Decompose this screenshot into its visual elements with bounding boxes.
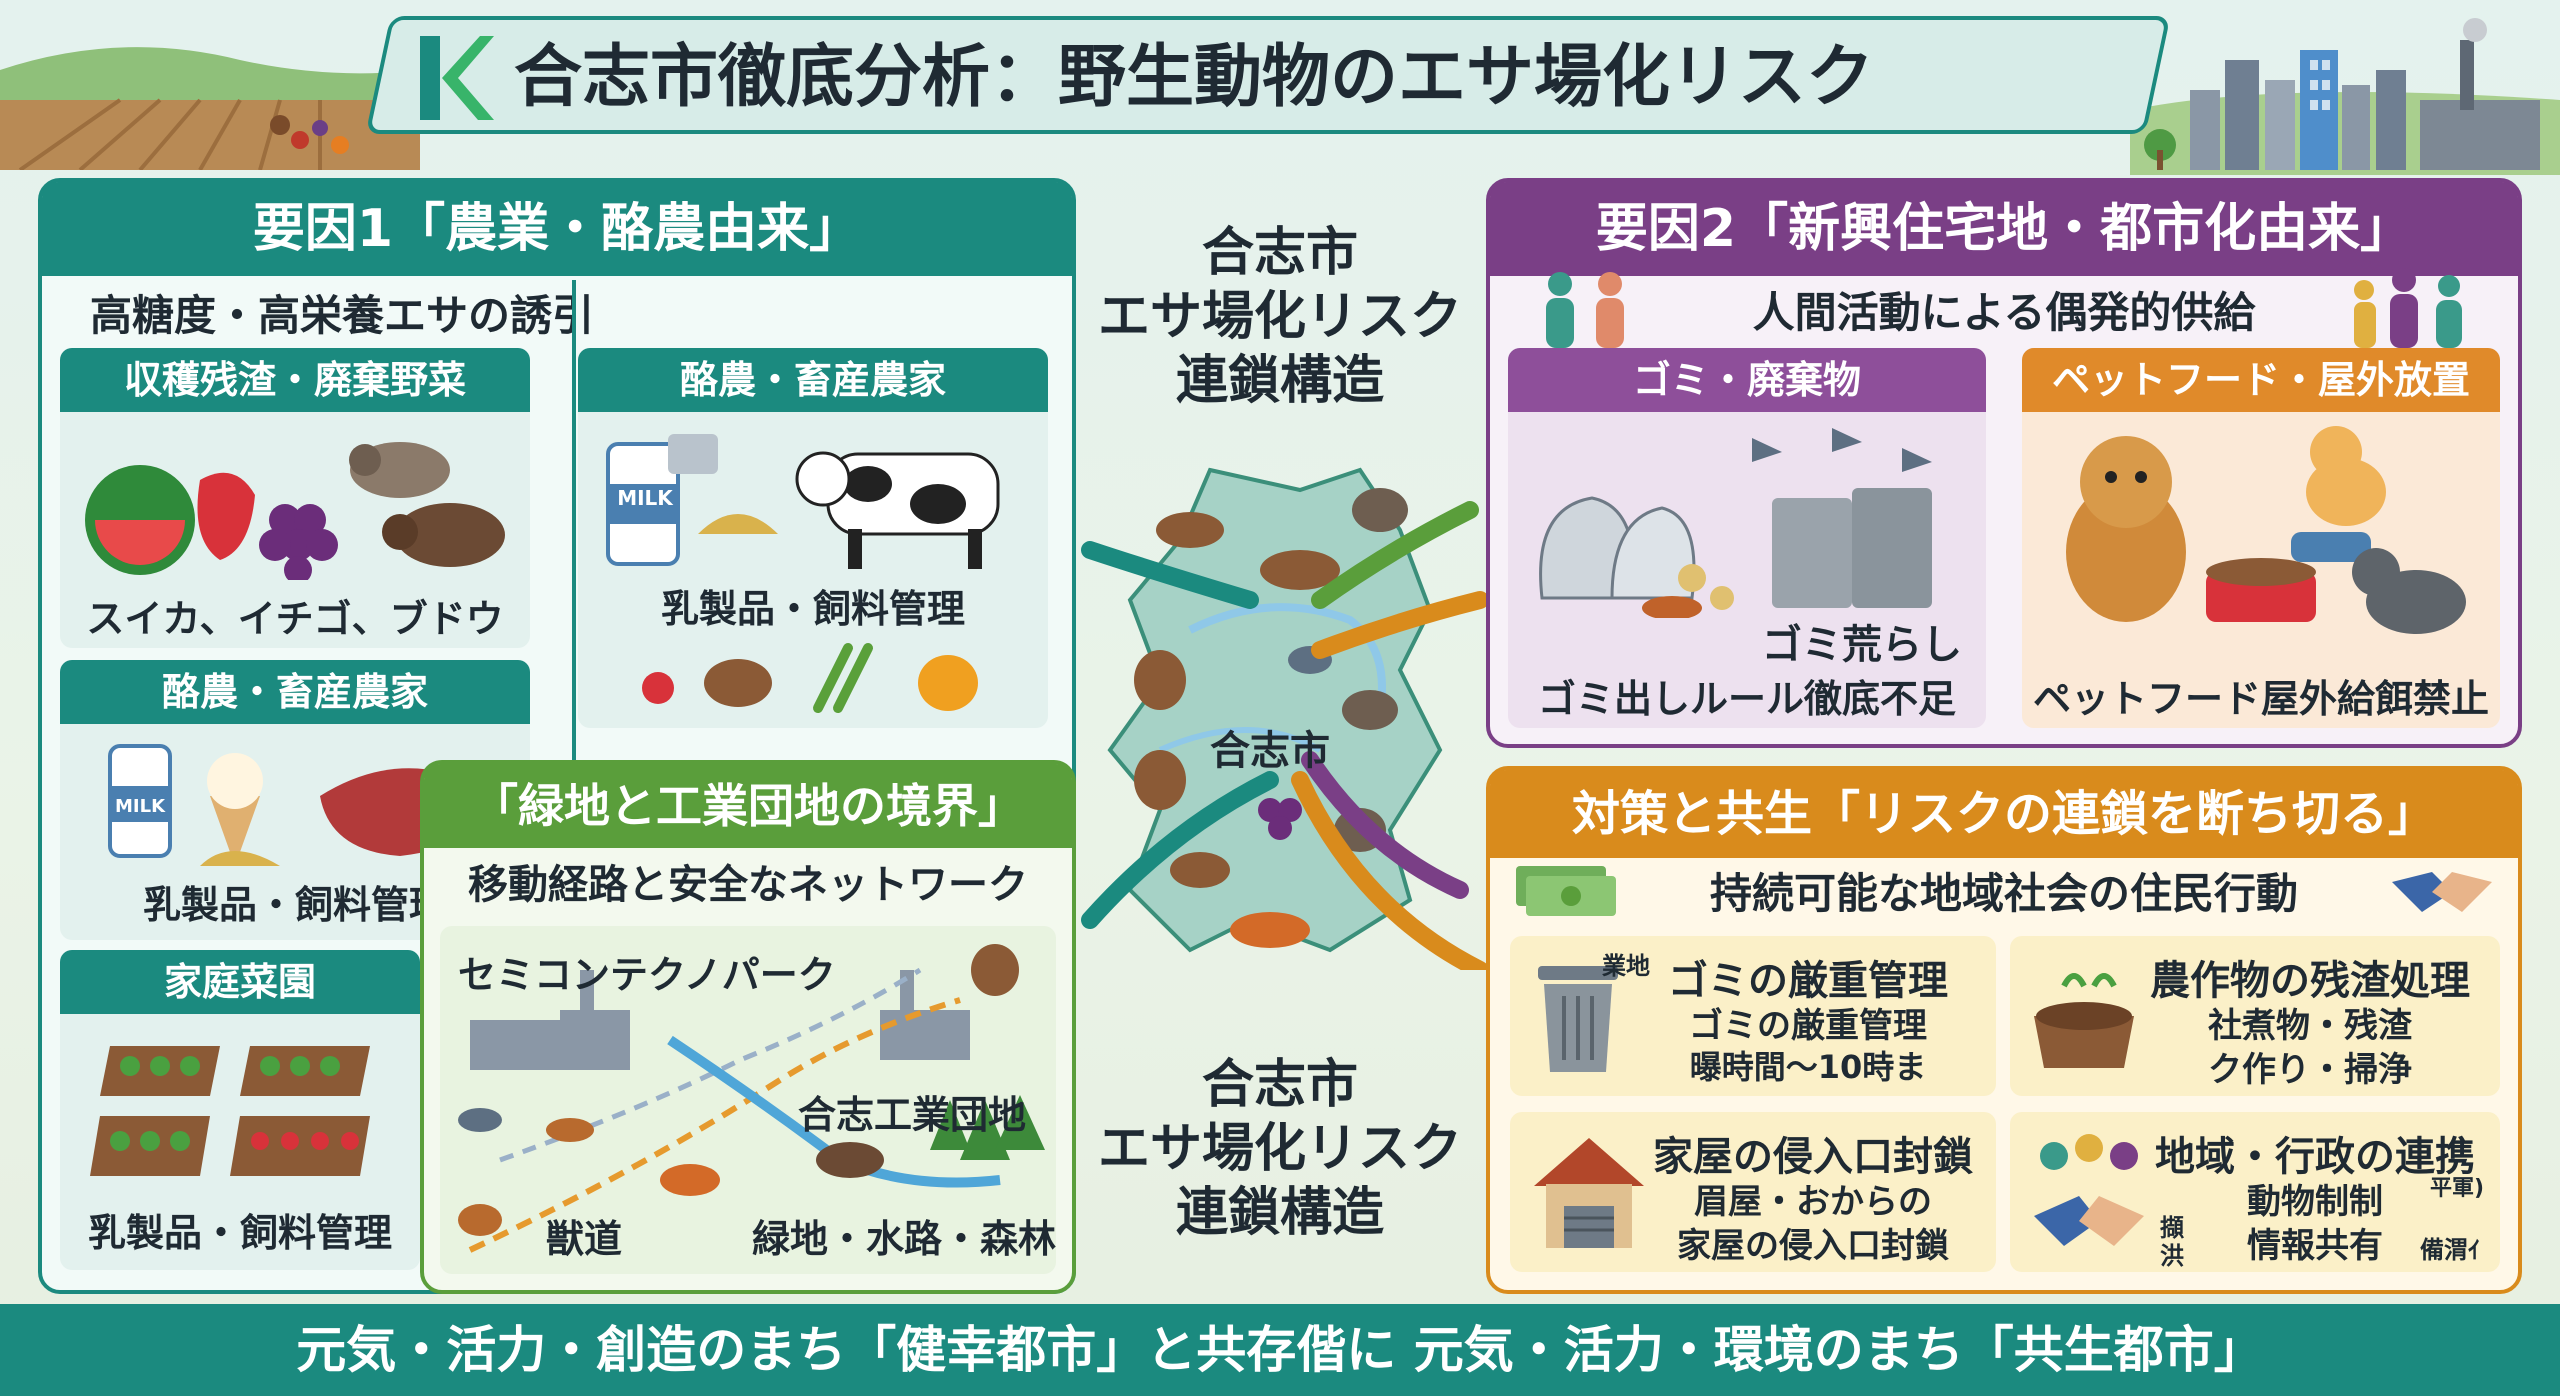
produce-row-icon	[642, 643, 978, 713]
factor2-panel: 要因2「新興住宅地・都市化由来」 人間活動による偶発的供給	[1486, 178, 2522, 748]
koshi-city-map	[1081, 467, 1489, 970]
dairy-card-top-title: 酪農・畜産農家	[578, 348, 1048, 412]
home-garden-title: 家庭菜園	[60, 950, 420, 1014]
people-left-icon	[1546, 272, 1624, 348]
home-garden-caption: 乳製品・飼料管理	[87, 1211, 392, 1255]
measure4-title: 地域・行政の連携	[2155, 1134, 2475, 1180]
garbage-bins-birds-icon	[1539, 428, 1932, 618]
measure-community-cooperation: 地域・行政の連携 動物制制 情報共有 平軍) 擷 洪 備渭ｲ	[2010, 1112, 2500, 1272]
measure1-tag: 業地	[1602, 952, 1650, 980]
home-garden-card: 家庭菜園 乳製品・飼料管理	[60, 950, 420, 1270]
measure-garbage-management: 業地 ゴミの厳重管理 ゴミの厳重管理 曝時間〜10時ま	[1510, 936, 1996, 1096]
garbage-card-caption: ゴミ出しルール徹底不足	[1537, 677, 1956, 721]
harvest-residue-title: 収穫残渣・廃棄野菜	[60, 348, 530, 412]
measure2-line1: 社煮物・残渣	[2208, 1006, 2412, 1046]
center-top-line3: 連鎖構造	[1175, 351, 1384, 411]
city-skyline-illustration	[2130, 18, 2560, 175]
dog-cats-bowls-icon	[2066, 426, 2466, 634]
measure2-line2: ク作り・掃浄	[2208, 1050, 2412, 1090]
garbage-card: ゴミ・廃棄物 ゴミ荒らし ゴミ出しルール徹底不足	[1508, 348, 1986, 728]
measure2-title: 農作物の残渣処理	[2150, 958, 2470, 1004]
boundary-header: 「緑地と工業団地の境界」	[424, 764, 1072, 848]
measure-crop-residue: 農作物の残渣処理 社煮物・残渣 ク作り・掃浄	[2010, 936, 2500, 1096]
measure4-line2: 情報共有	[2247, 1226, 2383, 1266]
factor1-header: 要因1「農業・酪農由来」	[42, 182, 1072, 276]
harvest-residue-caption: スイカ、イチゴ、ブドウ	[86, 597, 504, 641]
page-title: 合志市徹底分析：野生動物のエサ場化リスク	[514, 38, 1875, 117]
koshi-industrial-label: 合志工業団地	[798, 1093, 1027, 1137]
community-handshake-icon	[2034, 1134, 2144, 1246]
measure4-tag2: 擷	[2160, 1214, 2184, 1242]
measure3-line1: 眉屋・おからの	[1694, 1182, 1932, 1222]
dairy-card-top-caption: 乳製品・飼料管理	[660, 587, 965, 631]
petfood-card: ペットフード・屋外放置 ペットフード屋外給餌禁止	[2022, 348, 2500, 728]
footer-bar	[0, 1304, 2560, 1396]
factor2-subtitle: 人間活動による偶発的供給	[1752, 288, 2256, 337]
dairy-card-middle-caption: 乳製品・飼料管理	[142, 883, 447, 927]
compost-bin-icon	[2034, 973, 2134, 1068]
measures-subtitle: 持続可能な地域社会の住民行動	[1709, 869, 2298, 918]
green-water-forest-label: 緑地・水路・森林	[752, 1217, 1057, 1261]
milk-label-top: MILK	[617, 486, 673, 510]
harvest-residue-card: 収穫残渣・廃棄野菜 スイカ、イチゴ、ブドウ	[60, 348, 530, 648]
footer-text: 元気・活力・創造のまち「健幸都市」と共存偕に 元気・活力・環境のまち「共生都市」	[296, 1321, 2264, 1379]
boundary-route-illustration	[458, 944, 1045, 1253]
measure4-tag1: 平軍)	[2430, 1176, 2485, 1201]
garbage-raid-label: ゴミ荒らし	[1762, 622, 1962, 668]
factor1-subtitle: 高糖度・高栄養エサの誘引	[89, 291, 594, 340]
center-top-line2: エサ場化リスク	[1097, 287, 1462, 347]
center-bottom-line1: 合志市	[1201, 1055, 1358, 1115]
measures-header: 対策と共生「リスクの連鎖を断ち切る」	[1490, 770, 2518, 858]
petfood-card-caption: ペットフード屋外給餌禁止	[2032, 677, 2489, 721]
factor2-header: 要因2「新興住宅地・都市化由来」	[1490, 182, 2518, 276]
vegetable-beds-icon	[90, 1046, 370, 1176]
center-top-line1: 合志市	[1201, 223, 1358, 283]
measure1-line2: 曝時間〜10時ま	[1689, 1048, 1927, 1086]
money-icon	[1516, 866, 1616, 916]
petfood-card-title: ペットフード・屋外放置	[2022, 348, 2500, 412]
measure4-tag3: 洪	[2160, 1242, 2184, 1270]
garbage-card-title: ゴミ・廃棄物	[1508, 348, 1986, 412]
milk-feed-cow-icon	[606, 434, 1000, 569]
people-right-icon	[2354, 268, 2462, 348]
animal-trail-label: 獣道	[546, 1217, 623, 1261]
trash-can-icon	[1538, 966, 1618, 1072]
dairy-card-middle-title: 酪農・畜産農家	[60, 660, 530, 724]
center-map-label: 合志市	[1210, 728, 1330, 774]
measure4-tag4: 備渭ｲ	[2420, 1236, 2480, 1264]
semicon-technopark-label: セミコンテクノパーク	[458, 953, 836, 997]
center-bottom-line2: エサ場化リスク	[1097, 1119, 1462, 1179]
handshake-icon	[2392, 872, 2492, 912]
measure1-title: ゴミの厳重管理	[1668, 958, 1948, 1004]
farmland-illustration	[0, 47, 420, 170]
measure-seal-entry: 家屋の侵入口封鎖 眉屋・おからの 家屋の侵入口封鎖	[1510, 1112, 1996, 1272]
fruit-and-animals-icon	[85, 442, 505, 580]
house-icon	[1534, 1138, 1644, 1248]
measure3-line2: 家屋の侵入口封鎖	[1677, 1226, 1949, 1266]
measure3-title: 家屋の侵入口封鎖	[1653, 1134, 1973, 1180]
logo	[410, 30, 496, 126]
milk-label-middle: MILK	[114, 796, 166, 817]
measure1-line1: ゴミの厳重管理	[1689, 1006, 1927, 1046]
center-bottom-line3: 連鎖構造	[1175, 1183, 1384, 1243]
measure4-line1: 動物制制	[2247, 1182, 2383, 1222]
boundary-subtitle: 移動経路と安全なネットワーク	[468, 862, 1028, 908]
dairy-card-top: 酪農・畜産農家 MILK 乳製品・飼料管理	[578, 348, 1048, 728]
logo-k-icon	[420, 36, 494, 120]
